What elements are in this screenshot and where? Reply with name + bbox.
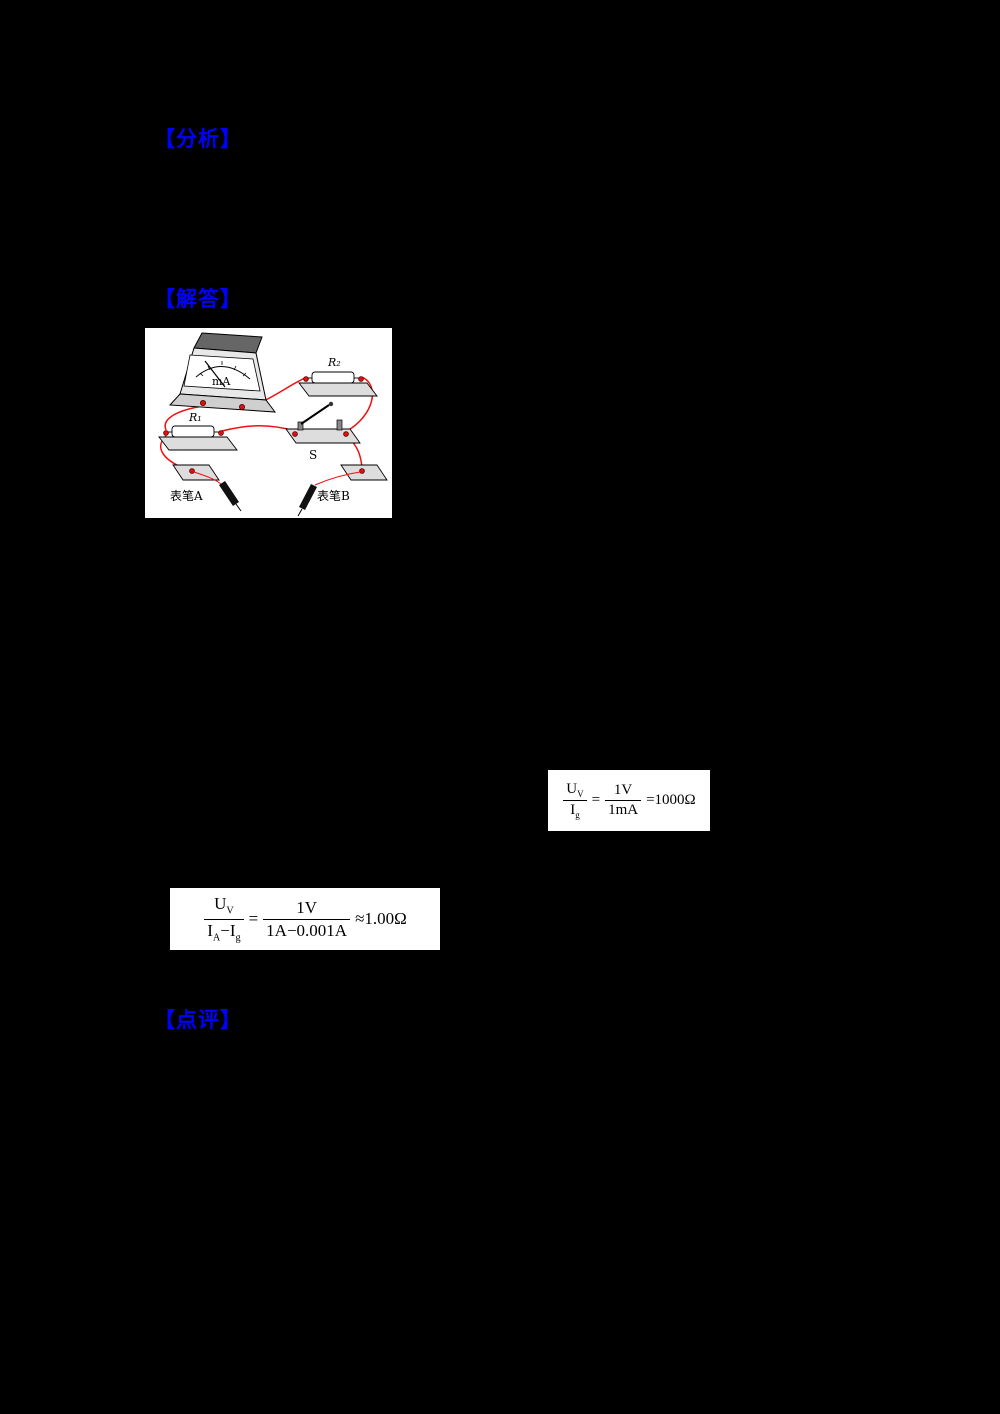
probe-b-pen — [299, 484, 317, 510]
probe-b-cord — [314, 471, 361, 486]
fraction-1v-1ma: 1V 1mA — [605, 781, 642, 820]
meter-right-terminal — [239, 404, 246, 411]
switch-right-contact — [336, 419, 343, 431]
probe-a: 表笔A — [170, 464, 242, 512]
resistor-r2-right-post — [358, 376, 364, 382]
resistor-r1-label: R₁ — [188, 411, 202, 424]
meter-scale-ticks — [199, 361, 247, 377]
minus-sign: − — [220, 920, 230, 940]
ig-sub: g — [235, 931, 241, 943]
meter-unit-label: mA — [212, 375, 231, 388]
resistor-r1-base — [158, 436, 238, 451]
switch-s: S — [285, 401, 361, 462]
resistor-r1-right-post — [218, 430, 224, 436]
switch-label: S — [309, 448, 317, 462]
resistor-r2: R₂ — [298, 356, 378, 397]
equals-sign: = — [591, 792, 601, 808]
uv-base: U — [566, 780, 578, 797]
ia-sub: A — [212, 931, 221, 943]
uv-base: U — [214, 894, 227, 914]
num-1v: 1V — [613, 781, 633, 798]
switch-handle — [328, 401, 334, 407]
result-1000-ohm: =1000Ω — [646, 792, 696, 808]
milliammeter: mA — [168, 332, 277, 413]
fraction-1v-diff: 1V 1A−0.001A — [263, 897, 351, 940]
switch-lever — [300, 404, 330, 425]
answer-heading: 【解答】 — [154, 288, 242, 311]
resistor-r2-label: R₂ — [327, 356, 341, 369]
wire-r2-to-switch — [346, 376, 374, 432]
ig-sub: g — [575, 810, 580, 820]
result-approx-1-ohm: ≈1.00Ω — [355, 909, 407, 928]
switch-left-contact — [297, 421, 304, 431]
resistor-r2-body — [311, 371, 355, 384]
fraction-bar — [263, 918, 351, 920]
formula-internal-resistance: UV Ig = 1V 1mA =1000Ω — [548, 770, 710, 831]
probe-a-label: 表笔A — [170, 488, 203, 503]
fraction-bar — [605, 800, 642, 801]
resistor-r2-left-post — [303, 376, 309, 382]
comment-heading: 【点评】 — [154, 1009, 242, 1032]
num-1v: 1V — [296, 897, 318, 917]
ia-base: I — [207, 920, 213, 940]
den-1a-minus: 1A−0.001A — [266, 920, 348, 940]
probe-b-tip — [297, 508, 303, 517]
ig-base: I — [570, 802, 576, 818]
switch-base — [285, 428, 361, 444]
meter-left-terminal — [200, 400, 207, 407]
den-1ma: 1mA — [608, 802, 639, 818]
wire-r1-to-switch — [221, 425, 296, 432]
meter-needle — [204, 360, 226, 388]
circuit-diagram-figure: mA R₂ R₁ — [145, 328, 392, 518]
equals-sign: = — [248, 909, 259, 928]
fraction-uv-ia-ig: UV IA−Ig — [204, 894, 244, 943]
uv-sub: V — [577, 788, 584, 799]
resistor-r1: R₁ — [158, 411, 238, 451]
resistor-r2-base — [298, 382, 378, 397]
meter-dial — [183, 354, 261, 392]
formula-shunt-resistance: UV IA−Ig = 1V 1A−0.001A ≈1.00Ω — [170, 888, 440, 950]
fraction-bar — [204, 918, 244, 920]
ig-base: I — [229, 920, 236, 940]
fraction-bar — [563, 800, 587, 801]
meter-base — [168, 393, 277, 413]
switch-left-post — [292, 431, 298, 437]
probe-a-cord — [193, 471, 222, 485]
switch-right-post — [343, 431, 349, 437]
uv-sub: V — [226, 905, 234, 917]
probe-b-label: 表笔B — [317, 488, 350, 503]
probe-b-post — [359, 468, 365, 474]
circuit-diagram-svg: mA R₂ R₁ — [158, 332, 388, 517]
probe-b: 表笔B — [297, 464, 388, 517]
probe-a-tip — [235, 503, 242, 512]
probe-a-pen — [219, 481, 239, 506]
probe-a-post — [189, 468, 195, 474]
analysis-heading: 【分析】 — [154, 128, 242, 151]
resistor-r1-left-post — [163, 430, 169, 436]
fraction-uv-ig: UV Ig — [563, 780, 587, 821]
resistor-r1-body — [171, 425, 215, 438]
